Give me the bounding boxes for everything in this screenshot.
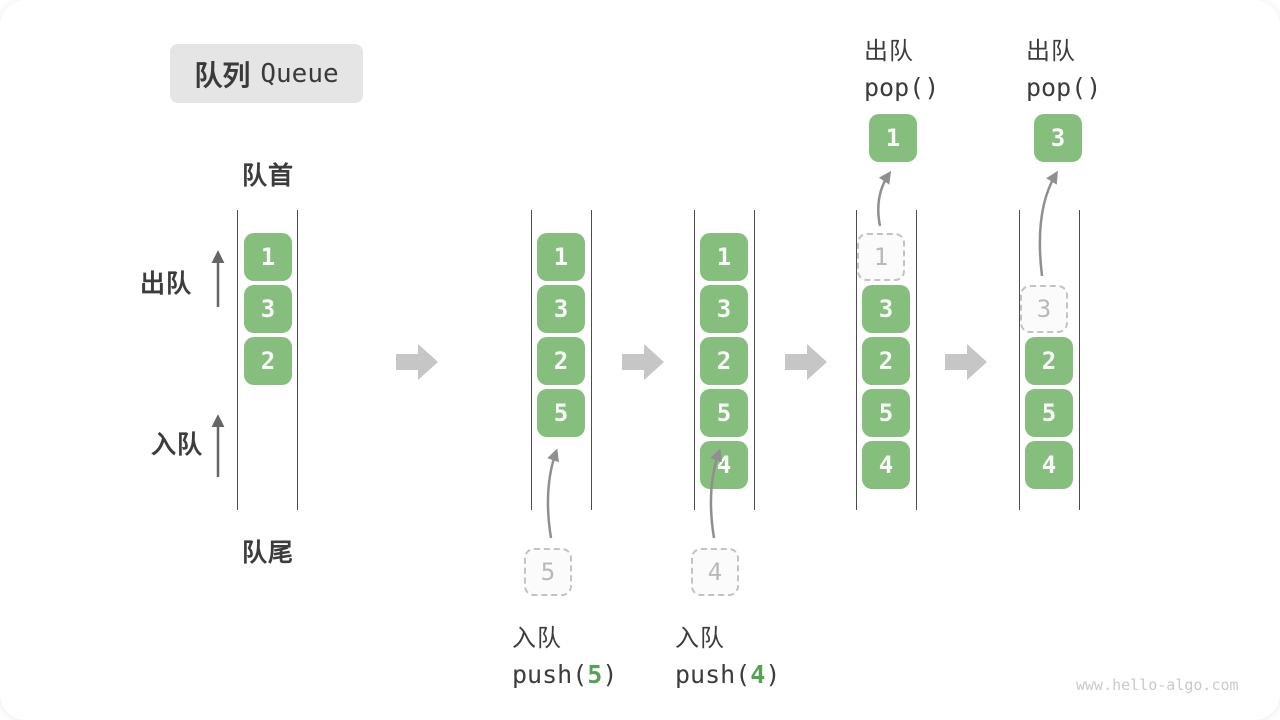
enqueue-op-label: 入队 push(4) — [675, 618, 780, 689]
queue-column-4 — [856, 210, 917, 510]
queue-cell: 2 — [244, 337, 292, 385]
queue-cell: 5 — [862, 389, 910, 437]
dequeue-op-label: 出队 pop() — [864, 31, 939, 102]
popped-cell: 3 — [1034, 114, 1082, 162]
ghost-cell: 1 — [857, 233, 905, 281]
dequeue-op-label: 出队 pop() — [1026, 31, 1101, 102]
dequeue-op-zh: 出队 — [1026, 38, 1076, 65]
queue-front-label: 队首 — [242, 162, 295, 190]
code-arg: 4 — [750, 660, 766, 689]
queue-cell: 1 — [244, 233, 292, 281]
queue-cell: 3 — [862, 285, 910, 333]
queue-cell: 2 — [700, 337, 748, 385]
diagram-title: 队列 Queue — [170, 44, 363, 103]
dequeue-side-label: 出队 — [140, 270, 193, 298]
enqueue-op-zh: 入队 — [512, 625, 562, 652]
queue-cell: 3 — [700, 285, 748, 333]
step-arrow-icon — [622, 344, 664, 380]
code-arg: 5 — [587, 660, 603, 689]
enqueue-op-code: push(4) — [675, 660, 780, 689]
enqueue-op-zh: 入队 — [675, 625, 725, 652]
queue-cell: 3 — [537, 285, 585, 333]
queue-cell: 1 — [700, 233, 748, 281]
queue-cell: 5 — [1025, 389, 1073, 437]
code-post: ) — [602, 660, 618, 689]
step-arrow-icon — [396, 344, 438, 380]
title-en: Queue — [260, 58, 339, 89]
pending-cell: 4 — [691, 548, 739, 596]
queue-column-3 — [694, 210, 755, 510]
queue-cell: 4 — [862, 441, 910, 489]
watermark: www.hello-algo.com — [1076, 676, 1239, 694]
queue-cell: 5 — [700, 389, 748, 437]
queue-cell: 4 — [700, 441, 748, 489]
queue-rear-label: 队尾 — [242, 539, 295, 567]
enqueue-side-label: 入队 — [151, 431, 204, 459]
pending-cell: 5 — [524, 548, 572, 596]
queue-column-2 — [531, 210, 592, 510]
queue-cell: 3 — [244, 285, 292, 333]
queue-cell: 4 — [1025, 441, 1073, 489]
ghost-cell: 3 — [1020, 285, 1068, 333]
queue-cell: 1 — [537, 233, 585, 281]
queue-cell: 2 — [1025, 337, 1073, 385]
code-pre: push( — [675, 660, 751, 689]
step-arrow-icon — [945, 344, 987, 380]
title-zh: 队列 — [194, 59, 251, 91]
step-arrow-icon — [785, 344, 827, 380]
enqueue-op-code: push(5) — [512, 660, 617, 689]
queue-column-5 — [1019, 210, 1080, 510]
queue-column-1 — [237, 210, 298, 510]
enqueue-op-label: 入队 push(5) — [512, 618, 617, 689]
queue-cell: 5 — [537, 389, 585, 437]
queue-cell: 2 — [537, 337, 585, 385]
dequeue-op-code: pop() — [864, 73, 940, 102]
code-pre: push( — [512, 660, 588, 689]
dequeue-op-zh: 出队 — [864, 38, 914, 65]
code-post: ) — [765, 660, 781, 689]
dequeue-op-code: pop() — [1026, 73, 1102, 102]
popped-cell: 1 — [869, 114, 917, 162]
queue-cell: 2 — [862, 337, 910, 385]
